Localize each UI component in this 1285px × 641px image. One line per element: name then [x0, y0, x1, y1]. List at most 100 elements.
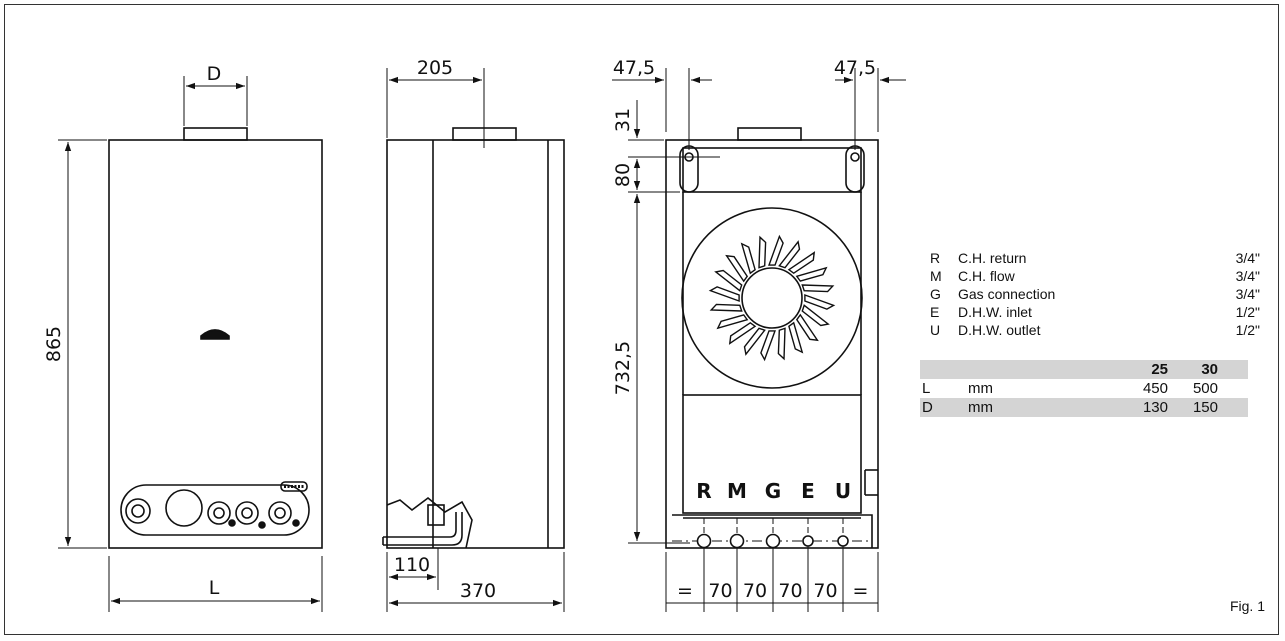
- spec-value-30: 500: [1192, 380, 1218, 397]
- spec-dim: D: [922, 399, 933, 416]
- dim-side-pipe-offset: 110: [394, 554, 430, 576]
- fan-blade: [708, 286, 740, 302]
- dim-bracket-height: 80: [612, 163, 634, 187]
- fan-hub: [741, 267, 803, 329]
- mounting-bracket: [682, 147, 862, 193]
- side-pipe: [383, 512, 457, 538]
- side-view: [382, 127, 565, 549]
- lower-chamber: [682, 394, 862, 514]
- connection-pipe-icon: [837, 535, 849, 547]
- fan-blade: [760, 330, 776, 362]
- spec-row: D mm 130 150: [920, 398, 1248, 417]
- front-dimensions: [58, 76, 323, 612]
- legend-code: R: [930, 250, 941, 266]
- connection-label-u: U: [835, 479, 851, 503]
- header-cell: 30: [1201, 361, 1218, 378]
- fan-blade: [714, 269, 743, 292]
- dim-side-depth-bottom: 370: [460, 580, 496, 602]
- spec-row: L mm 450 500: [920, 379, 1248, 398]
- flue-collar-front: [183, 127, 248, 141]
- brand-badge: [280, 481, 308, 492]
- fan-blade: [768, 234, 784, 266]
- fan-blade: [758, 235, 767, 269]
- dim-top-offset: 31: [612, 108, 634, 132]
- boiler-front-casing: [108, 139, 323, 549]
- fan-blade: [777, 327, 786, 361]
- connection-pipes: [672, 518, 872, 549]
- spacing-value: 70: [743, 580, 767, 602]
- fan-blade: [725, 254, 749, 283]
- connection-label-m: M: [727, 479, 747, 503]
- fan-blade: [795, 266, 828, 282]
- fan-blade: [709, 303, 743, 312]
- fan-blade: [788, 321, 804, 354]
- figure-label: Fig. 1: [1229, 598, 1265, 614]
- front-view: [108, 127, 323, 549]
- legend-description: C.H. flow: [958, 268, 1015, 284]
- spec-unit: mm: [968, 380, 993, 397]
- fan-blade: [795, 313, 819, 342]
- display-window: [165, 489, 203, 527]
- fan-blade: [778, 240, 801, 269]
- spacing-value: 70: [778, 580, 802, 602]
- spec-dim: L: [922, 380, 931, 397]
- connection-pipe-icon: [765, 533, 781, 549]
- fan-blade: [787, 251, 816, 275]
- spec-value-25: 130: [1142, 399, 1168, 416]
- legend-size: 3/4": [1235, 250, 1260, 266]
- header-cell: 25: [1151, 361, 1168, 378]
- fan-blade: [804, 294, 836, 310]
- dim-front-width: L: [209, 577, 220, 599]
- legend-code: E: [930, 304, 940, 320]
- legend-size: 3/4": [1235, 268, 1260, 284]
- legend-description: D.H.W. outlet: [958, 322, 1041, 338]
- spacing-value: =: [677, 580, 693, 602]
- connection-pipe-icon: [696, 533, 712, 549]
- rear-dimensions: [612, 68, 906, 612]
- front-indicator: [200, 329, 230, 340]
- fan-blade: [728, 321, 757, 345]
- dim-height: 865: [43, 326, 65, 362]
- spec-table-header: 25 30: [920, 360, 1248, 379]
- legend-description: C.H. return: [958, 250, 1027, 266]
- pressure-gauge-icon: [125, 498, 151, 524]
- fan-blade: [801, 304, 830, 327]
- side-dimensions: [386, 68, 565, 612]
- fan-blade: [743, 327, 766, 356]
- spec-value-30: 150: [1192, 399, 1218, 416]
- connection-pipe-icon: [729, 533, 745, 549]
- connection-label-g: G: [765, 479, 781, 503]
- spec-unit: mm: [968, 399, 993, 416]
- spacing-value: 70: [708, 580, 732, 602]
- fan-housing: [681, 207, 863, 389]
- dim-flue-diameter: D: [207, 63, 222, 85]
- spacing-value: =: [853, 580, 869, 602]
- spec-table: 25 30 L mm 450 500 D mm 130 150: [920, 360, 1248, 417]
- legend-size: 1/2": [1235, 322, 1260, 338]
- legend-code: G: [930, 286, 941, 302]
- knob-icon: [235, 501, 259, 525]
- dim-bracket-to-connection: 732,5: [612, 341, 634, 395]
- legend-code: U: [930, 322, 941, 338]
- boiler-side-casing: [386, 139, 565, 549]
- legend-row: R C.H. return 3/4": [930, 249, 1260, 267]
- fan-blade: [801, 284, 835, 293]
- control-panel: [120, 484, 310, 536]
- dim-bracket-offset-right: 47,5: [834, 57, 876, 79]
- legend-row: U D.H.W. outlet 1/2": [930, 321, 1260, 339]
- legend-size: 3/4": [1235, 286, 1260, 302]
- knob-icon: [268, 501, 292, 525]
- legend-size: 1/2": [1235, 304, 1260, 320]
- knob-icon: [207, 501, 231, 525]
- connection-pipe-icon: [802, 535, 814, 547]
- spec-value-25: 450: [1142, 380, 1168, 397]
- legend-description: Gas connection: [958, 286, 1056, 302]
- fan-blades: [708, 234, 836, 362]
- connection-label-r: R: [696, 479, 711, 503]
- figure-frame: [4, 4, 1279, 635]
